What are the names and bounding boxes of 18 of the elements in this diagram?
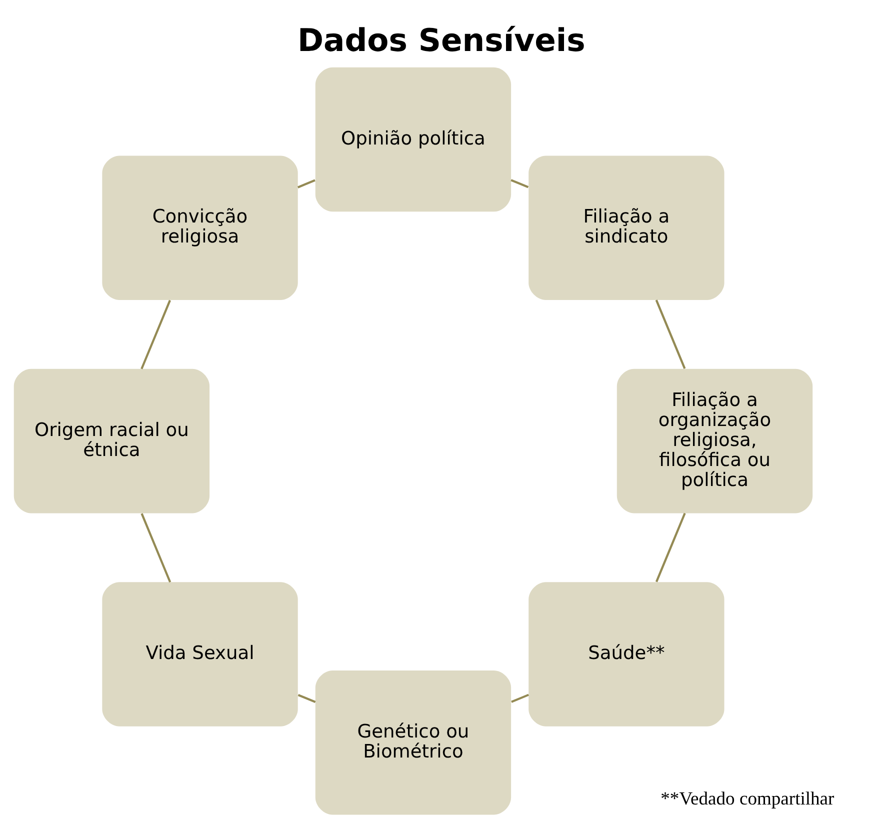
node-box: Filiação a sindicato [528,155,724,300]
node-box: Opinião política [315,66,512,212]
node-box: Convicção religiosa [102,155,298,300]
connector [510,178,529,188]
node-box: Filiação a organização religiosa, filosófica ou política [616,368,813,513]
node-box: Saúde** [528,582,724,726]
connector [511,693,529,702]
diagram-title: Dados Sensíveis [297,22,586,59]
node-box: Origem racial ou étnica [14,368,210,513]
node-box: Vida Sexual [102,582,298,726]
node-box: Genético ou Biométrico [315,670,512,814]
connector [140,512,172,582]
connector [298,693,316,703]
connector [140,299,171,369]
label: **Vedado compartilhar [660,788,834,809]
connector [655,299,686,368]
connector [655,512,686,582]
connector [297,178,316,188]
